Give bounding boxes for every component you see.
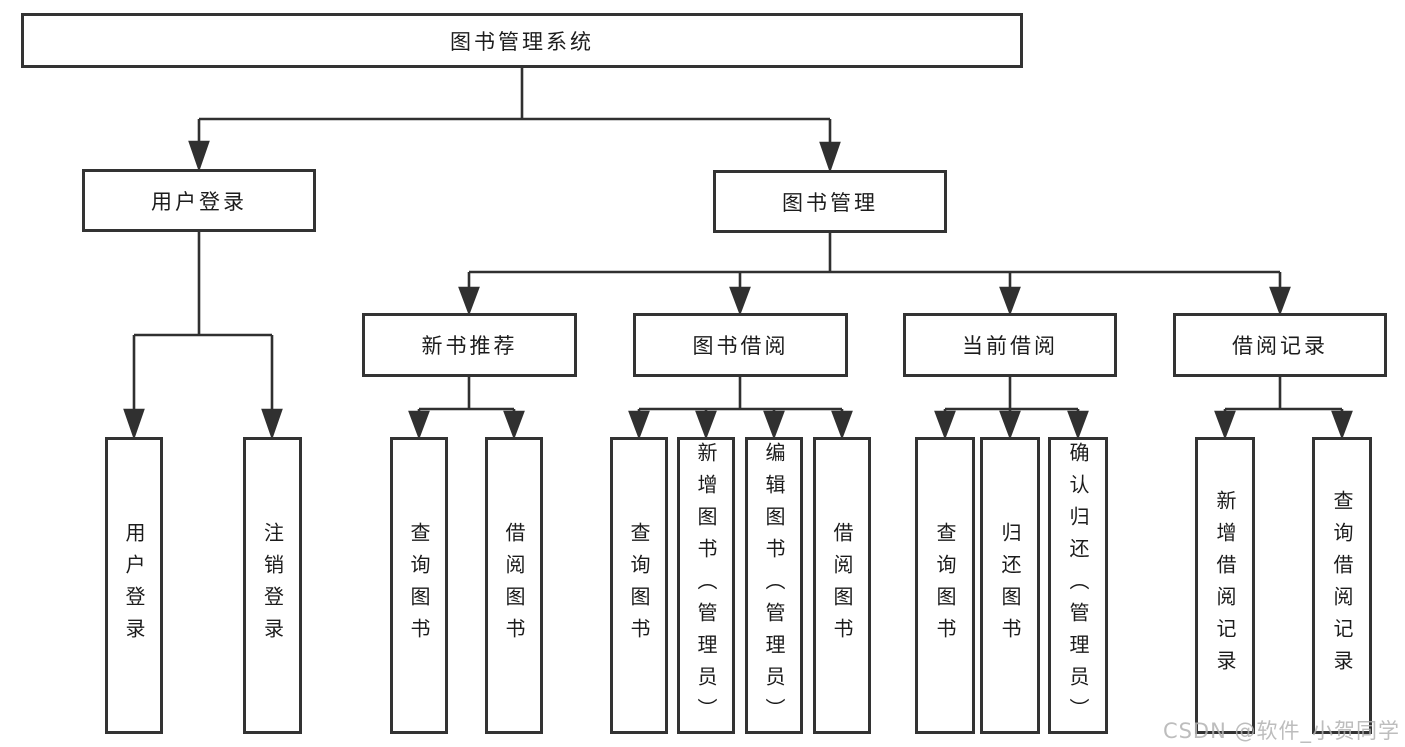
- node-book-management: 图书管理: [713, 170, 947, 233]
- connector-book-mgmt-branch: [458, 233, 1291, 316]
- leaf-borrow-books: 借阅图书: [813, 437, 871, 734]
- connector-book-borrow-branch: [628, 377, 853, 440]
- csdn-watermark: CSDN @软件_小贺同学: [1162, 719, 1400, 743]
- leaf-edit-books-admin: 编辑图书（管理员）: [745, 437, 803, 734]
- leaf-borrow-books-recommend: 借阅图书: [485, 437, 543, 734]
- leaf-query-borrow-record: 查询借阅记录: [1312, 437, 1372, 734]
- leaf-add-books-admin: 新增图书（管理员）: [677, 437, 735, 734]
- connector-new-book-rec-branch: [408, 377, 525, 440]
- leaf-user-login: 用户登录: [105, 437, 163, 734]
- leaf-query-books-current: 查询图书: [915, 437, 975, 734]
- connector-root-branch: [188, 68, 841, 173]
- leaf-query-books-recommend: 查询图书: [390, 437, 448, 734]
- node-root-system: 图书管理系统: [21, 13, 1023, 68]
- leaf-query-books-borrow: 查询图书: [610, 437, 668, 734]
- leaf-logout: 注销登录: [243, 437, 302, 734]
- node-current-borrow: 当前借阅: [903, 313, 1117, 377]
- node-new-book-recommend: 新书推荐: [362, 313, 577, 377]
- connector-borrow-record-branch: [1214, 377, 1353, 440]
- connector-user-login-branch: [123, 232, 283, 440]
- leaf-add-borrow-record: 新增借阅记录: [1195, 437, 1255, 734]
- leaf-confirm-return-admin: 确认归还（管理员）: [1048, 437, 1108, 734]
- node-borrow-record: 借阅记录: [1173, 313, 1387, 377]
- leaf-return-books: 归还图书: [980, 437, 1040, 734]
- connector-current-borrow-branch: [934, 377, 1089, 440]
- node-user-login: 用户登录: [82, 169, 316, 232]
- node-book-borrow: 图书借阅: [633, 313, 848, 377]
